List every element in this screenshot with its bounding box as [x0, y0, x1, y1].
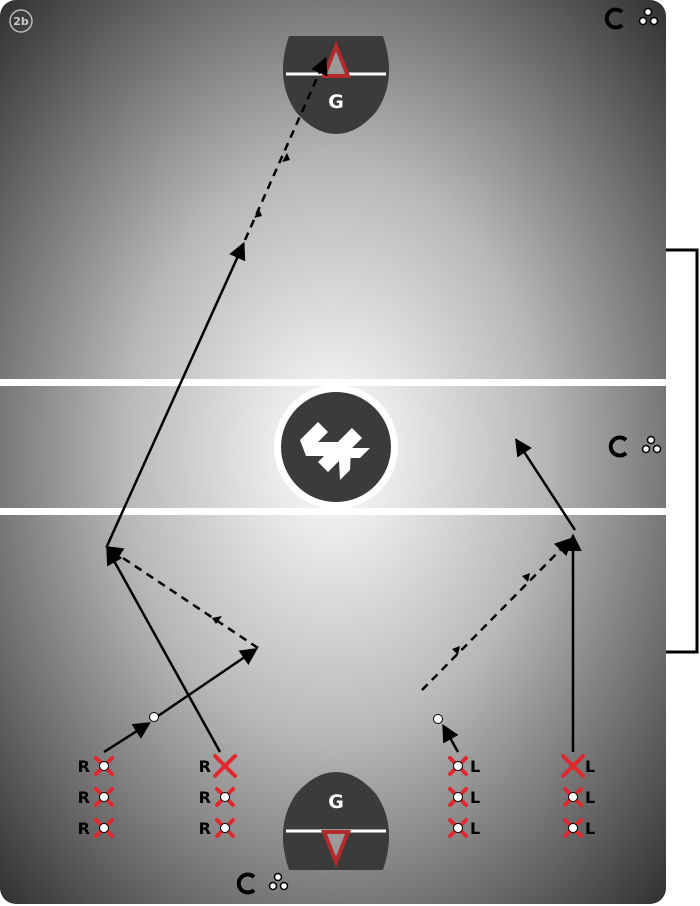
zone-bracket	[666, 248, 699, 654]
dashed-pass-right	[421, 537, 573, 691]
player-left_column-3: R	[78, 818, 114, 838]
player-label: R	[199, 819, 211, 838]
goal-label-top: G	[328, 91, 344, 113]
dashed-pass-left	[105, 546, 259, 650]
goal-label-bottom: G	[328, 791, 344, 813]
restraining-line-bottom	[0, 508, 666, 515]
run-line-right	[515, 438, 577, 531]
pass-line-left-2	[157, 648, 258, 718]
goal-triangle-top	[321, 40, 351, 78]
player-label: L	[470, 819, 480, 838]
player-left_column-2: R	[78, 787, 114, 807]
cut-line-second	[106, 546, 222, 753]
player-label: L	[585, 788, 595, 807]
player-right_column-3: L	[563, 818, 595, 838]
player-second_column-1: R	[199, 754, 237, 778]
center-logo	[274, 385, 398, 509]
player-label: R	[199, 757, 211, 776]
coach-icon-top-right	[604, 7, 659, 30]
player-second_column-2: R	[199, 787, 235, 807]
player-third_column-1: L	[448, 756, 480, 776]
player-label: R	[78, 819, 90, 838]
player-second_column-3: R	[199, 818, 235, 838]
player-third_column-3: L	[448, 818, 480, 838]
player-label: R	[78, 757, 90, 776]
goal-triangle-bottom	[321, 830, 351, 868]
player-right_column-1: L	[561, 754, 595, 778]
run-line-long	[105, 241, 246, 547]
goal-crease-top: G	[282, 36, 390, 134]
player-label: L	[585, 819, 595, 838]
player-label: R	[199, 788, 211, 807]
player-label: R	[78, 788, 90, 807]
drill-paths	[103, 56, 582, 754]
mid-arrows	[212, 153, 530, 655]
goal-crease-bottom: G	[282, 772, 390, 870]
drill-badge: 2b	[9, 9, 33, 33]
pass-line-left	[103, 722, 151, 754]
player-label: L	[470, 757, 480, 776]
restraining-line-top	[0, 379, 666, 386]
ball-2	[433, 714, 443, 724]
dashed-shot	[243, 56, 328, 241]
badge-text: 2b	[13, 15, 29, 28]
feed-line-third	[442, 723, 460, 753]
player-label: L	[470, 788, 480, 807]
player-third_column-2: L	[448, 787, 480, 807]
player-label: L	[585, 757, 595, 776]
coach-icon-right	[608, 435, 662, 458]
player-left_column-1: R	[78, 756, 114, 776]
coach-icon-bottom	[236, 872, 289, 895]
ball-1	[149, 712, 159, 722]
player-right_column-2: L	[563, 787, 595, 807]
